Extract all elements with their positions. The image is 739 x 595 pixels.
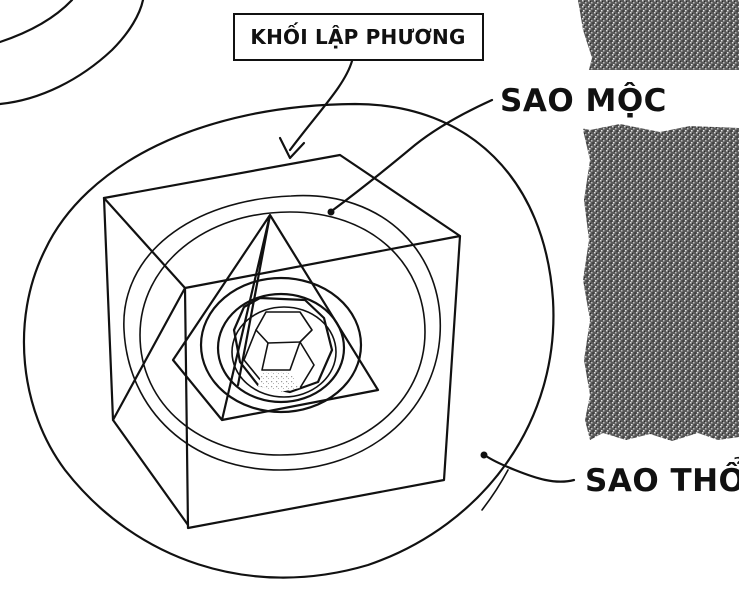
jupiter-label: SAO MỘC bbox=[500, 82, 667, 119]
saturn-leader-dot bbox=[481, 452, 488, 459]
cube bbox=[104, 155, 460, 528]
orbit-arc-top-left-inner bbox=[0, 0, 72, 42]
saturn-sphere bbox=[24, 104, 553, 578]
dodecahedron-shading bbox=[258, 372, 300, 392]
cube-label: KHỐI LẬP PHƯƠNG bbox=[250, 23, 465, 49]
jupiter-leader-line bbox=[333, 100, 492, 210]
jupiter-leader-dot bbox=[328, 209, 335, 216]
orbit-arc-top-left bbox=[0, 0, 143, 104]
jupiter-sphere-inner bbox=[140, 212, 425, 455]
dodecahedron-top-face bbox=[256, 312, 312, 343]
saturn-leader-line bbox=[486, 456, 574, 482]
saturn-label: SAO THỔ bbox=[585, 457, 739, 499]
textured-background-band bbox=[578, 0, 739, 441]
jupiter-sphere bbox=[124, 196, 440, 470]
